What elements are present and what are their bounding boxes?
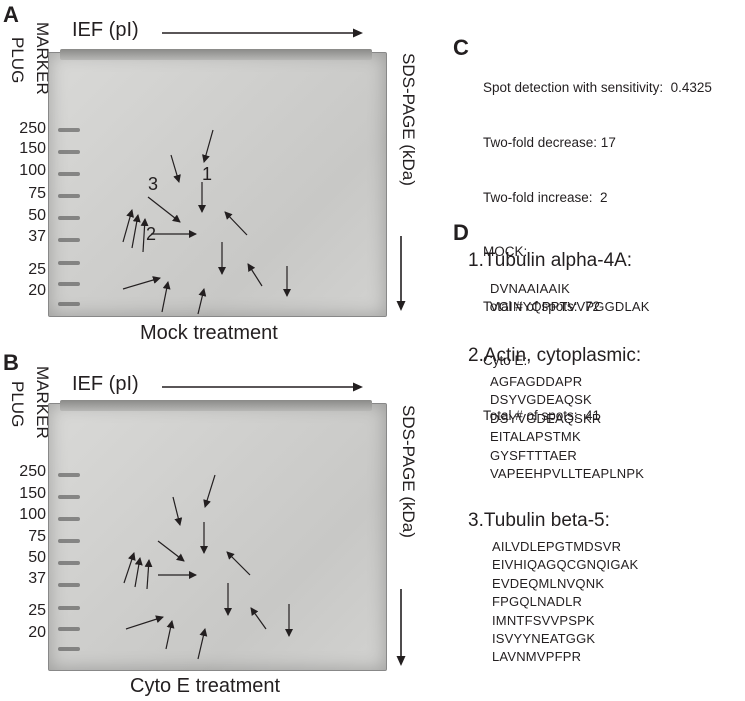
panel-c-letter: C: [453, 35, 469, 60]
panel-a-ief-arrow: [162, 28, 363, 38]
panel-a-marker-ladder: [58, 120, 82, 310]
peptide: AILVDLEPGTMDSVR: [492, 539, 622, 554]
peptide: IMNTFSVVPSPK: [492, 612, 595, 628]
panel-b-spot-arrows: [123, 474, 293, 660]
mw-marker: 20: [28, 624, 46, 641]
stat-line: Total # of spots: 41: [483, 408, 601, 424]
mw-marker: 50: [28, 549, 46, 566]
protein-number: 1.: [468, 250, 484, 271]
spot-label-1: 1: [202, 164, 213, 184]
peptide: ISVYYNEATGGK: [492, 631, 596, 647]
mw-marker: 75: [28, 528, 46, 545]
spot-label-2: 2: [146, 224, 157, 244]
panel-c-stats: Spot detection with sensitivity: 0.4325 …: [483, 43, 712, 443]
peptide: EITALAPSTMK: [490, 429, 581, 445]
peptide: AGFAGDDAPR: [490, 374, 583, 389]
peptide: VAPEEHPVLLTEAPLNPK: [490, 466, 645, 482]
stat-line: Cyto E:: [483, 353, 528, 369]
mw-marker: 150: [19, 485, 46, 502]
peptide: DSYVGDEAQSK: [490, 392, 592, 408]
mw-marker: 20: [28, 282, 46, 299]
panel-b-caption: Cyto E treatment: [130, 675, 281, 697]
peptide: VGINYQPPTVVPGGDLAK: [490, 299, 650, 315]
spot-label-3: 3: [148, 174, 159, 194]
peptide-list: AILVDLEPGTMDSVR EIVHIQAGQCGNQIGAK EVDEQM…: [492, 538, 638, 667]
panel-a-gel-image: [48, 52, 387, 317]
mw-marker: 37: [28, 570, 46, 587]
stat-line: Spot detection with sensitivity: 0.4325: [483, 80, 712, 96]
panel-b-sds-label: SDS-PAGE (kDa): [399, 405, 418, 538]
panel-b-ief-label: IEF (pI): [72, 373, 139, 395]
protein-title: 1.Tubulin alpha-4A:: [468, 250, 650, 272]
mw-marker: 100: [19, 506, 46, 523]
peptide-list: AGFAGDDAPR DSYVGDEAQSK DSYVGDEAQSKR EITA…: [490, 373, 644, 483]
stat-line: MOCK:: [483, 244, 528, 260]
mw-marker: 250: [19, 120, 46, 137]
stat-line: Total # of spots: 72: [483, 298, 601, 314]
peptide: EVDEQMLNVQNK: [492, 575, 605, 591]
peptide: LAVNMVPFPR: [492, 649, 582, 665]
mw-marker: 75: [28, 185, 46, 202]
protein-number: 2.: [468, 345, 484, 366]
protein-name: Tubulin alpha-4A:: [483, 250, 633, 271]
protein-name: Tubulin beta-5:: [483, 510, 610, 531]
peptide: DVNAAIAAIK: [490, 281, 571, 296]
peptide-list: DVNAAIAAIK VGINYQPPTVVPGGDLAK: [490, 280, 650, 317]
panel-d-letter: D: [453, 220, 469, 245]
protein-name: Actin, cytoplasmic:: [483, 345, 642, 366]
panel-b-letter: B: [3, 350, 19, 375]
panel-a-spot-arrows: [122, 129, 291, 315]
mw-marker: 37: [28, 228, 46, 245]
panel-b-plug-label: PLUG: [8, 381, 27, 428]
panel-b-marker-ladder: [58, 465, 82, 655]
peptide: EIVHIQAGQCGNQIGAK: [492, 557, 639, 573]
panel-b-gel-image: [48, 403, 387, 671]
panel-b-sds-arrow: [396, 589, 406, 666]
panel-a-caption: Mock treatment: [140, 322, 278, 344]
peptide: GYSFTTTAER: [490, 447, 577, 463]
mw-marker: 100: [19, 162, 46, 179]
stat-line: Two-fold increase: 2: [483, 189, 608, 205]
protein-title: 2.Actin, cytoplasmic:: [468, 345, 644, 367]
panel-a-ief-label: IEF (pI): [72, 19, 139, 41]
peptide: DSYVGDEAQSKR: [490, 410, 602, 426]
panel-a-gel-plug: [60, 49, 372, 60]
panel-a-sds-label: SDS-PAGE (kDa): [399, 53, 418, 186]
protein-title: 3.Tubulin beta-5:: [468, 510, 638, 532]
mw-marker: 25: [28, 602, 46, 619]
mw-marker: 50: [28, 207, 46, 224]
protein-number: 3.: [468, 510, 484, 531]
panel-b-gel-plug: [60, 400, 372, 411]
panel-a-letter: A: [3, 2, 19, 27]
protein-1: 1.Tubulin alpha-4A: DVNAAIAAIK VGINYQPPT…: [468, 250, 650, 317]
protein-2: 2.Actin, cytoplasmic: AGFAGDDAPR DSYVGDE…: [468, 345, 644, 483]
protein-3: 3.Tubulin beta-5: AILVDLEPGTMDSVR EIVHIQ…: [468, 510, 638, 667]
mw-marker: 150: [19, 140, 46, 157]
panel-a-sds-arrow: [396, 236, 406, 311]
mw-marker: 250: [19, 463, 46, 480]
peptide: FPGQLNADLR: [492, 594, 583, 610]
panel-b-ief-arrow: [162, 382, 363, 392]
panel-a-plug-label: PLUG: [8, 37, 27, 84]
mw-marker: 25: [28, 261, 46, 278]
stat-line: Two-fold decrease: 17: [483, 135, 616, 151]
